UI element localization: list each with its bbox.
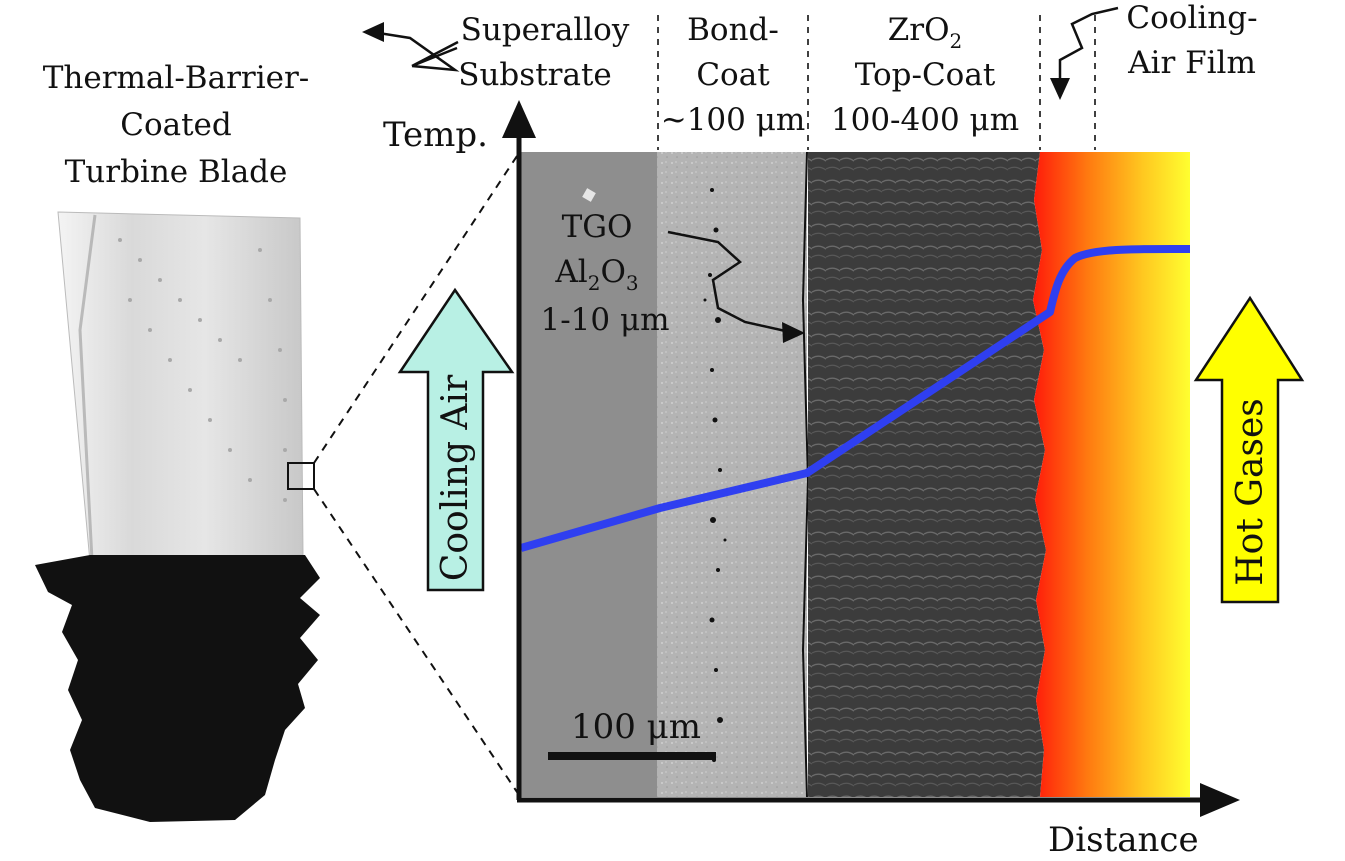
hot-gases-label: Hot Gases xyxy=(1230,398,1271,585)
zoom-line-bottom xyxy=(313,488,520,796)
y-axis-label: Temp. xyxy=(383,115,488,155)
bond-coat-pores xyxy=(703,188,727,762)
substrate-inclusion xyxy=(582,188,596,202)
substrate-label-line-2: Substrate xyxy=(458,57,612,93)
top-coat-label: ZrO2 Top-Coat 100-400 μm xyxy=(831,12,1019,138)
substrate-pointer-arrow xyxy=(371,30,460,72)
cooling-holes xyxy=(118,238,287,502)
top-coat-region xyxy=(808,152,1046,797)
top-coat-label-line-1: Top-Coat xyxy=(855,57,996,93)
tgo-label: TGO Al2O3 1-10 μm xyxy=(540,209,805,343)
substrate-label-line-1: Superalloy xyxy=(461,12,630,48)
bond-coat-region xyxy=(657,152,807,797)
cooling-film-label: Cooling- Air Film xyxy=(1050,0,1258,100)
cooling-film-pointer-arrow xyxy=(1058,6,1119,88)
y-axis-arrowhead xyxy=(502,100,536,138)
cooling-air-film-region xyxy=(1033,152,1190,797)
tgo-label-line-1: TGO xyxy=(562,209,633,245)
tgo-label-formula: Al2O3 xyxy=(554,254,638,295)
tgo-pointer-arrowhead xyxy=(782,322,805,343)
bond-coat-label-line-2: Coat xyxy=(696,57,770,93)
scale-bar-label: 100 μm xyxy=(571,707,701,747)
tgo-pointer-arrow xyxy=(667,230,791,334)
x-axis-arrowhead xyxy=(1200,783,1240,817)
bond-coat-label-line-1: Bond- xyxy=(687,12,779,48)
top-coat-label-line-2: 100-400 μm xyxy=(831,102,1019,138)
zoom-line-top xyxy=(313,152,520,464)
substrate-label: Superalloy Substrate xyxy=(362,12,630,93)
turbine-blade-image xyxy=(35,211,320,822)
cooling-film-label-line-2: Air Film xyxy=(1127,45,1256,81)
blade-title-line-2: Coated xyxy=(120,107,232,143)
scale-bar xyxy=(548,752,716,760)
substrate-region xyxy=(521,152,657,797)
blade-title-line-3: Turbine Blade xyxy=(65,154,288,190)
temperature-curve xyxy=(519,244,1191,552)
x-axis-label: Distance xyxy=(1048,820,1199,860)
blade-title: Thermal-Barrier- Coated Turbine Blade xyxy=(43,60,310,190)
micrograph-panel: 100 μm xyxy=(519,151,1191,798)
cooling-film-label-line-1: Cooling- xyxy=(1126,0,1257,36)
cooling-film-pointer-arrowhead xyxy=(1050,78,1070,100)
substrate-pointer-arrowhead xyxy=(362,22,384,42)
bond-coat-label: Bond- Coat ~100 μm xyxy=(661,12,806,138)
cooling-air-arrow: Cooling Air xyxy=(397,287,515,592)
blade-title-line-1: Thermal-Barrier- xyxy=(43,60,310,96)
tgo-label-line-3: 1-10 μm xyxy=(540,302,669,338)
bond-coat-label-line-3: ~100 μm xyxy=(661,102,806,138)
top-coat-formula: ZrO2 xyxy=(888,12,963,53)
zoom-region-box xyxy=(287,462,315,490)
cooling-air-label: Cooling Air xyxy=(435,374,476,581)
hot-gases-arrow: Hot Gases xyxy=(1193,295,1305,604)
